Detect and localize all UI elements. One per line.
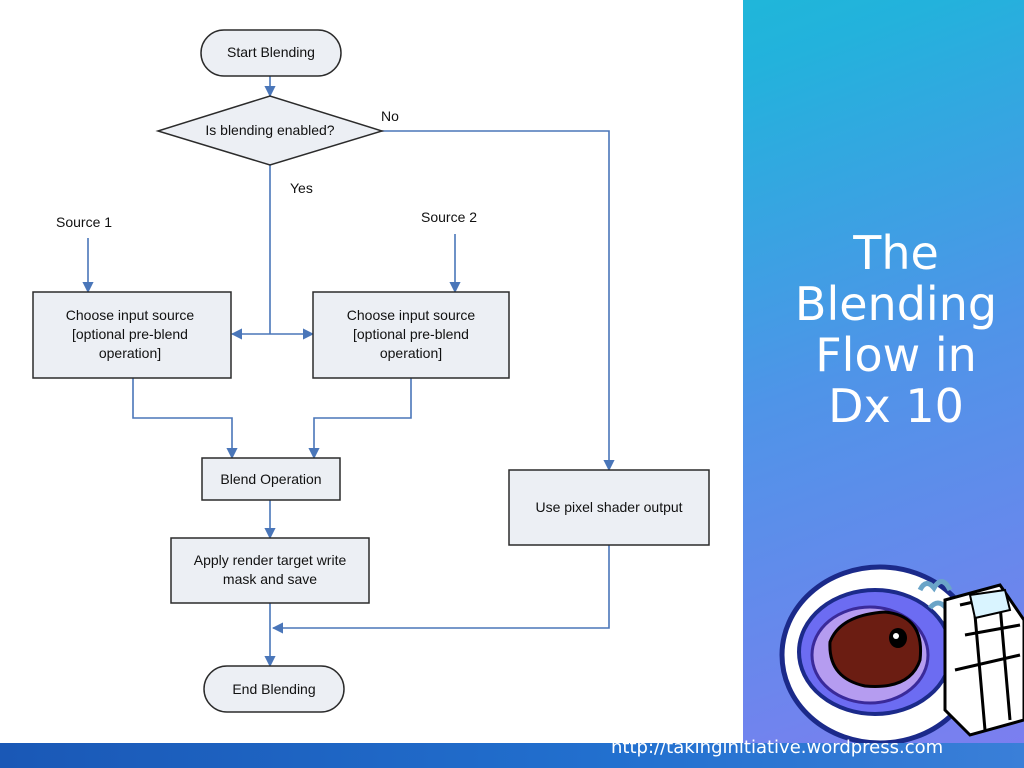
choose1-line-3: operation] bbox=[99, 345, 161, 361]
apply-write-mask-box bbox=[170, 537, 370, 604]
decision-label: Is blending enabled? bbox=[205, 122, 334, 138]
pixel-shader-box bbox=[508, 469, 710, 546]
start-node bbox=[200, 29, 342, 77]
choose2-line-2: [optional pre-blend bbox=[353, 326, 469, 342]
blending-flowchart: Start Blending Is blending enabled? No Y… bbox=[32, 29, 710, 713]
diagram-canvas: Start Blending Is blending enabled? No Y… bbox=[32, 29, 710, 713]
slide-title: The Blending Flow in Dx 10 bbox=[768, 228, 1024, 432]
choose-input-box-2 bbox=[312, 291, 510, 379]
choose1-line-2: [optional pre-blend bbox=[72, 326, 188, 342]
astronaut-mascot bbox=[779, 564, 1024, 743]
connector-choose2-to-blend bbox=[308, 378, 412, 460]
source1-label: Source 1 bbox=[56, 214, 112, 230]
apply-line-1: Apply render target write bbox=[194, 552, 347, 568]
connector-choose1-to-blend bbox=[132, 378, 238, 460]
pixel-shader-label: Use pixel shader output bbox=[535, 499, 682, 515]
apply-line-2: mask and save bbox=[223, 571, 317, 587]
title-line-2: Blending bbox=[794, 277, 998, 331]
blend-operation-label: Blend Operation bbox=[220, 471, 321, 487]
footer-bar bbox=[0, 743, 1024, 768]
yes-label: Yes bbox=[290, 180, 313, 196]
title-line-4: Dx 10 bbox=[828, 379, 964, 433]
choose-input-box-1 bbox=[32, 291, 232, 379]
choose2-line-1: Choose input source bbox=[347, 307, 476, 323]
decision-node bbox=[155, 95, 385, 166]
start-label: Start Blending bbox=[227, 44, 315, 60]
no-label: No bbox=[381, 108, 399, 124]
title-line-3: Flow in bbox=[815, 328, 977, 382]
connector-shader-to-merge bbox=[271, 545, 610, 634]
connector-no-branch bbox=[382, 130, 615, 472]
end-node bbox=[203, 665, 345, 713]
choose1-line-1: Choose input source bbox=[66, 307, 195, 323]
blend-operation-box bbox=[201, 457, 341, 501]
choose2-line-3: operation] bbox=[380, 345, 442, 361]
source2-label: Source 2 bbox=[421, 209, 477, 225]
end-label: End Blending bbox=[232, 681, 315, 697]
title-line-1: The bbox=[853, 226, 939, 280]
source-url: http://takinginitiative.wordpress.com bbox=[611, 737, 944, 758]
